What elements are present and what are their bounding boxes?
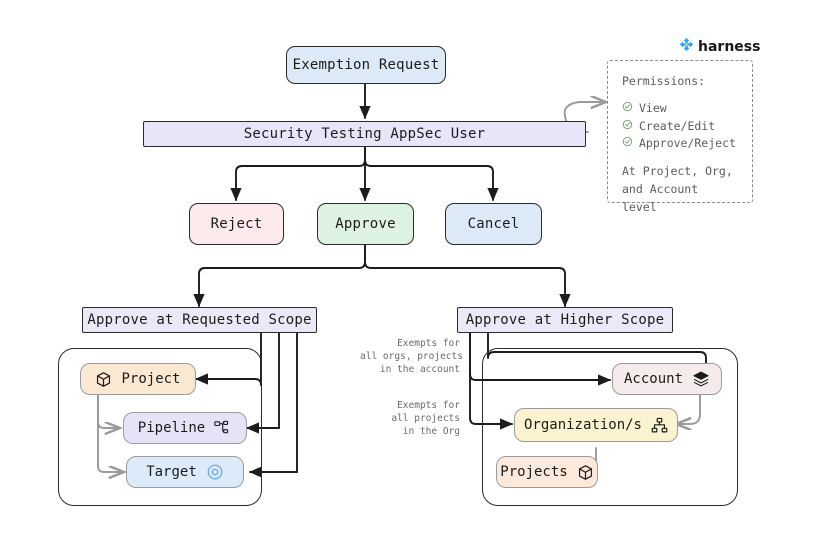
check-circle-icon — [622, 135, 633, 153]
node-cancel-label: Cancel — [467, 216, 520, 232]
cube-icon — [95, 371, 112, 388]
node-higher-scope-label: Approve at Higher Scope — [465, 312, 665, 328]
permission-item-create-edit: Create/Edit — [622, 118, 738, 136]
node-account-label: Account — [623, 371, 683, 387]
node-projects[interactable]: Projects — [496, 456, 598, 488]
requested-scope-group — [58, 348, 262, 506]
node-target[interactable]: Target — [126, 456, 244, 488]
org-tree-icon — [651, 417, 668, 434]
higher-scope-group — [482, 348, 738, 506]
node-pipeline-label: Pipeline — [137, 420, 206, 436]
target-icon — [206, 463, 224, 481]
node-security-testing-appsec-user[interactable]: Security Testing AppSec User — [143, 121, 586, 147]
org-exempt-note: Exempts for all projects in the Org — [391, 400, 460, 437]
pipeline-icon — [214, 420, 232, 436]
permissions-footnote-line2: and Account level — [622, 182, 699, 214]
permission-item-approve-reject: Approve/Reject — [622, 135, 738, 153]
node-project-label: Project — [121, 371, 181, 387]
node-projects-label: Projects — [500, 464, 568, 480]
node-approve-higher-scope[interactable]: Approve at Higher Scope — [457, 307, 673, 333]
harness-brand-label: harness — [698, 38, 761, 55]
permissions-title: Permissions: — [622, 74, 706, 88]
node-exemption-request-label: Exemption Request — [292, 57, 440, 73]
node-pipeline[interactable]: Pipeline — [123, 412, 247, 444]
node-requested-scope-label: Approve at Requested Scope — [87, 312, 312, 328]
harness-brand: harness — [679, 37, 760, 56]
check-circle-icon — [622, 118, 633, 136]
cube-icon — [577, 464, 594, 481]
layers-icon — [692, 370, 710, 388]
node-reject-label: Reject — [210, 216, 263, 232]
permission-item-label: View — [639, 100, 667, 115]
node-organizations[interactable]: Organization/s — [514, 408, 678, 442]
node-account[interactable]: Account — [612, 363, 722, 395]
permissions-footnote-line1: At Project, Org, — [622, 164, 733, 179]
node-exemption-request[interactable]: Exemption Request — [286, 46, 446, 84]
node-approve-requested-scope[interactable]: Approve at Requested Scope — [82, 307, 317, 333]
permissions-callout: Permissions: View Create/Edit — [607, 60, 753, 214]
node-approve[interactable]: Approve — [317, 203, 414, 245]
node-approve-label: Approve — [335, 216, 396, 232]
permission-item-label: Create/Edit — [639, 118, 716, 133]
permission-item-label: Approve/Reject — [639, 136, 736, 151]
account-exempt-note: Exempts for all orgs, projects in the ac… — [360, 338, 463, 375]
node-reject[interactable]: Reject — [189, 203, 284, 245]
check-circle-icon — [622, 100, 633, 118]
node-appsec-user-label: Security Testing AppSec User — [243, 126, 486, 142]
node-cancel[interactable]: Cancel — [445, 203, 542, 245]
permission-item-view: View — [622, 100, 738, 118]
node-organizations-label: Organization/s — [523, 417, 642, 433]
node-project[interactable]: Project — [80, 363, 196, 395]
node-target-label: Target — [146, 464, 197, 480]
harness-diamond-logo-icon — [679, 37, 694, 56]
